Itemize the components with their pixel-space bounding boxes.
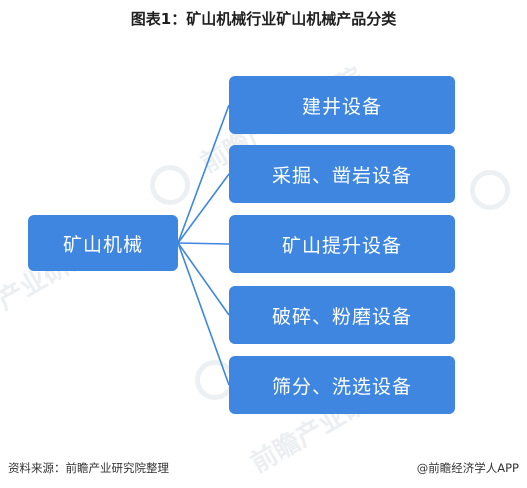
category-node: 破碎、粉磨设备	[229, 286, 455, 344]
root-node: 矿山机械	[28, 215, 178, 271]
category-node: 建井设备	[229, 76, 455, 134]
source-note: 资料来源：前瞻产业研究院整理	[8, 461, 169, 475]
category-node: 采掘、凿岩设备	[229, 145, 455, 203]
connector-line	[177, 242, 230, 386]
brand-note: @前瞻经济学人APP	[416, 461, 519, 475]
figure-title: 图表1：矿山机械行业矿山机械产品分类	[130, 10, 397, 28]
category-node: 筛分、洗选设备	[229, 356, 455, 414]
connector-line	[177, 104, 230, 244]
category-node: 矿山提升设备	[229, 215, 455, 273]
connector-line	[177, 173, 230, 244]
connector-line	[177, 242, 230, 316]
watermark-logo-icon	[470, 170, 510, 210]
watermark-logo-icon	[150, 165, 190, 205]
connector-line	[177, 242, 230, 245]
